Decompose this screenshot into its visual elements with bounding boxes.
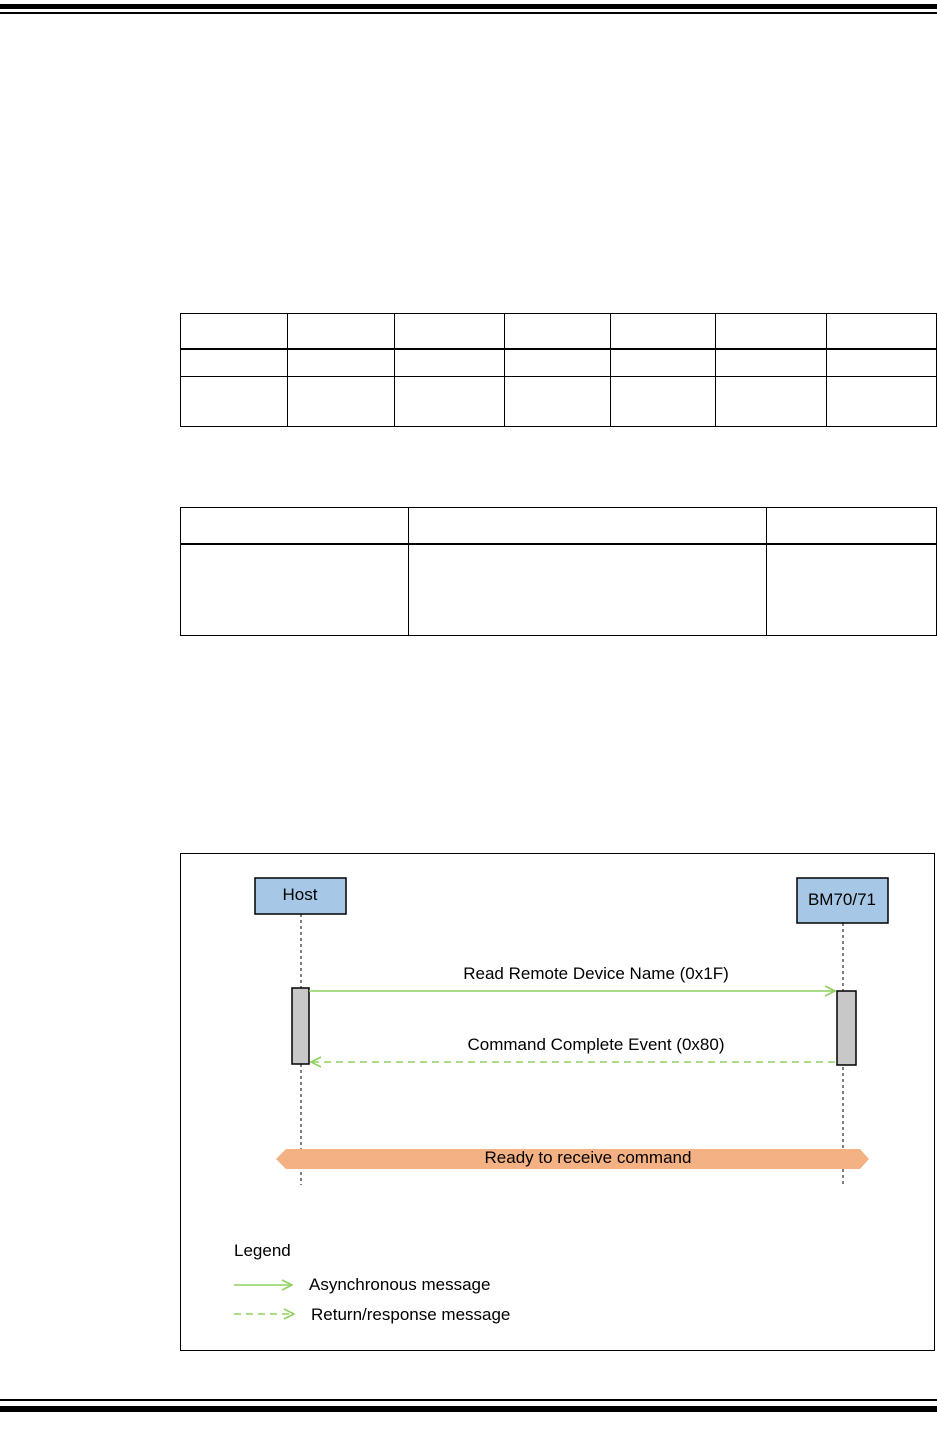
sequence-diagram-frame: [180, 853, 935, 1351]
participant-host: Host: [254, 877, 347, 915]
header-rule-thick: [0, 4, 937, 9]
state-banner-label: Ready to receive command: [485, 1148, 692, 1167]
participant-host-label: Host: [283, 885, 318, 904]
footer-rule-thick: [0, 1406, 937, 1412]
legend-dashed-label: Return/response message: [311, 1305, 510, 1324]
table-row: [180, 348, 937, 377]
message-read-remote-name-label: Read Remote Device Name (0x1F): [463, 964, 728, 983]
table-row: [180, 507, 937, 545]
sequence-diagram: Host BM70/71 Read Remote Device Name (0x…: [234, 877, 889, 1324]
state-banner-shape: [276, 1149, 869, 1169]
command-format-table: [180, 313, 937, 427]
parameter-table: [180, 507, 937, 636]
message-command-complete-label: Command Complete Event (0x80): [467, 1035, 724, 1054]
participant-bm: BM70/71: [796, 877, 889, 924]
header-rule-thin: [0, 12, 937, 14]
table-row: [180, 376, 937, 427]
legend-solid-label: Asynchronous message: [309, 1275, 490, 1294]
bm-activation-bar: [836, 990, 857, 1066]
host-activation-bar: [291, 987, 310, 1065]
table-row: [180, 313, 937, 350]
participant-bm-label: BM70/71: [808, 890, 876, 909]
legend-title: Legend: [234, 1241, 291, 1260]
table-row: [180, 543, 937, 636]
footer-rule-thin: [0, 1399, 937, 1401]
